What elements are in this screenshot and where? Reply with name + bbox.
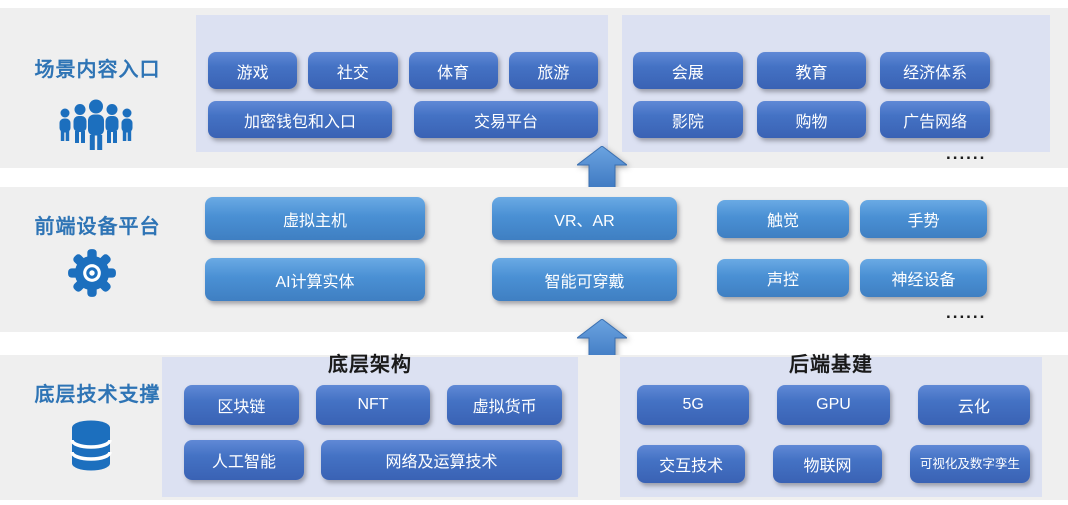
tech-panel-architecture-row2: 人工智能 网络及运算技术 [184,440,562,480]
node-travel: 旅游 [508,52,598,89]
node-network-and-computing-tech: 网络及运算技术 [321,440,562,480]
scene-panel-left-row1: 游戏 社交 体育 旅游 [208,52,598,89]
node-games: 游戏 [208,52,298,89]
node-education: 教育 [756,52,867,89]
node-exhibition: 会展 [633,52,743,89]
node-ad-network: 广告网络 [880,101,991,138]
node-neural-device: 神经设备 [860,259,987,297]
node-smart-wearable: 智能可穿戴 [492,258,677,301]
database-icon [70,419,112,472]
node-iot: 物联网 [773,445,882,483]
tech-panel-backend-row1: 5G GPU 云化 [637,385,1030,425]
scene-panel-left-row2: 加密钱包和入口 交易平台 [208,101,598,138]
tech-panel-architecture-title: 底层架构 [328,354,412,376]
scene-panel-right-row1: 会展 教育 经济体系 [633,52,991,89]
node-voice-control: 声控 [717,259,849,297]
node-blockchain: 区块链 [184,385,299,425]
tech-panel-backend: 后端基建 5G GPU 云化 交互技术 物联网 可视化及数字孪生 [620,354,1042,497]
people-group-icon [57,97,135,155]
node-shopping: 购物 [756,101,867,138]
node-nft: NFT [315,385,431,425]
gear-icon [66,247,118,299]
node-ai-computing-entity: AI计算实体 [205,258,425,301]
node-social: 社交 [308,52,398,89]
node-virtual-currency: 虚拟货币 [447,385,563,425]
node-crypto-wallet-and-entry: 加密钱包和入口 [208,101,392,138]
node-artificial-intelligence: 人工智能 [184,440,304,480]
device-ellipsis: ...... [946,303,987,322]
node-sports: 体育 [408,52,498,89]
scene-panel-right: 会展 教育 经济体系 影院 购物 广告网络 [622,15,1050,152]
node-visualization-and-digital-twin: 可视化及数字孪生 [909,445,1030,483]
tech-band-label: 底层技术支撑 [34,384,161,406]
node-economic-system: 经济体系 [880,52,991,89]
node-virtual-host: 虚拟主机 [205,197,425,240]
tech-panel-backend-row2: 交互技术 物联网 可视化及数字孪生 [637,445,1030,483]
scene-panel-right-row2: 影院 购物 广告网络 [633,101,991,138]
node-trading-platform: 交易平台 [414,101,598,138]
node-gpu: GPU [777,385,890,425]
node-haptics: 触觉 [717,200,849,238]
node-gesture: 手势 [860,200,987,238]
tech-panel-architecture-row1: 区块链 NFT 虚拟货币 [184,385,563,425]
tech-panel-backend-title: 后端基建 [789,354,873,376]
device-band-label: 前端设备平台 [34,216,161,238]
scene-ellipsis: ...... [946,144,987,163]
node-cloudification: 云化 [917,385,1030,425]
node-5g: 5G [637,385,750,425]
scene-panel-left: 游戏 社交 体育 旅游 加密钱包和入口 交易平台 [196,15,608,152]
node-cinema: 影院 [633,101,743,138]
tech-panel-architecture: 底层架构 区块链 NFT 虚拟货币 人工智能 网络及运算技术 [162,354,578,497]
node-vr-ar: VR、AR [492,197,677,240]
scene-band-label: 场景内容入口 [34,59,161,81]
node-interaction-tech: 交互技术 [637,445,746,483]
up-arrow-icon [575,145,629,189]
